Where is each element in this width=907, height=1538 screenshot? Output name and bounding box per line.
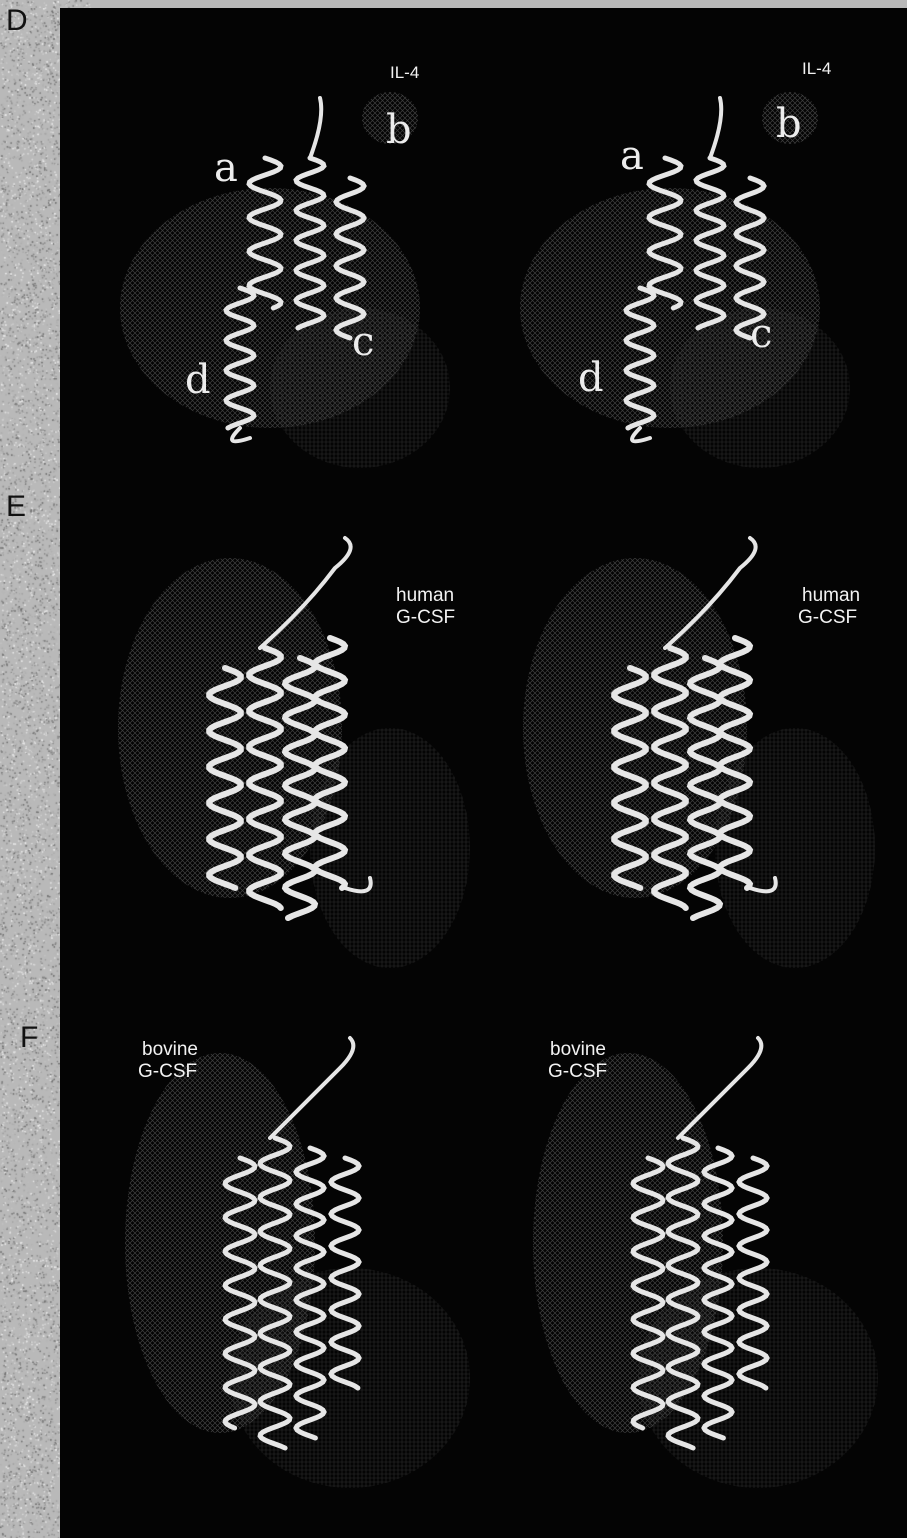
panel-f-right-label-line1: bovine (550, 1040, 606, 1061)
panel-letter-d: D (6, 6, 28, 36)
panel-e-left-label-line1: human (396, 586, 454, 607)
panel-e-right-label-line1: human (802, 586, 860, 607)
panel-e-left-label-line2: G-CSF (396, 608, 455, 629)
panel-e-right-label-line2: G-CSF (798, 608, 857, 629)
stereo-figure: IL-4 IL-4 a b c d a b c d human G-CSF hu… (60, 8, 907, 1538)
helix-label-d-right: d (578, 358, 604, 398)
panel-d-right-label: IL-4 (802, 60, 831, 78)
surface-mesh-e2-right (715, 728, 875, 968)
helix-label-b-left: b (386, 110, 412, 150)
panel-f-left-label-line2: G-CSF (138, 1062, 197, 1083)
surface-mesh-e2-left (310, 728, 470, 968)
helix-label-b-right: b (776, 104, 802, 144)
loop-d-top-right (710, 98, 721, 158)
panel-f-left-label-line1: bovine (142, 1040, 198, 1061)
panel-d-left-label: IL-4 (390, 64, 419, 82)
panel-f-right-label-line2: G-CSF (548, 1062, 607, 1083)
loop-f-top-right (678, 1038, 761, 1138)
loop-d-top-left (310, 98, 321, 158)
helix-label-a-right: a (620, 136, 644, 176)
loop-d-bottom-left (232, 428, 250, 441)
helix-label-d-left: d (185, 360, 211, 400)
loop-f-top-left (270, 1038, 353, 1138)
helix-label-c-right: c (750, 314, 772, 354)
panel-letter-e: E (6, 492, 26, 522)
helix-label-c-left: c (352, 322, 374, 362)
panel-letter-f: F (20, 1023, 38, 1053)
helix-label-a-left: a (214, 148, 238, 188)
stereo-structure-art (60, 8, 907, 1538)
loop-d-bottom-right (632, 428, 650, 441)
